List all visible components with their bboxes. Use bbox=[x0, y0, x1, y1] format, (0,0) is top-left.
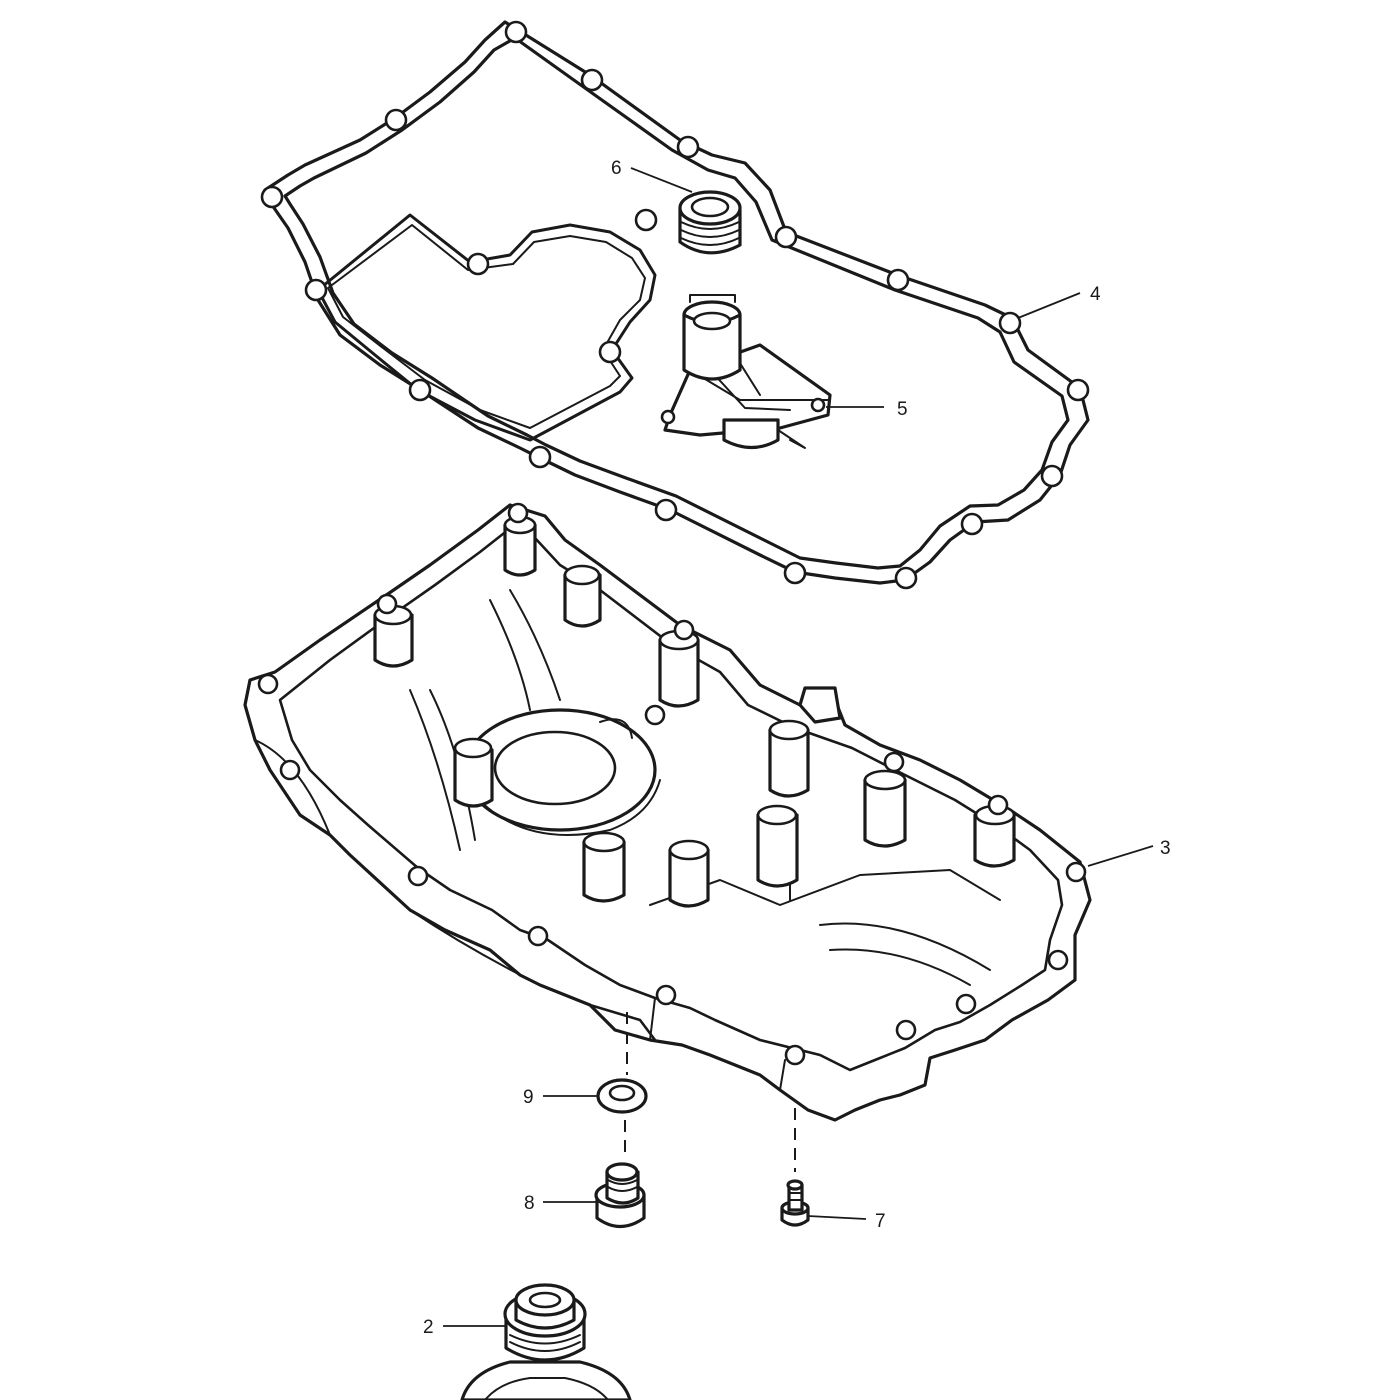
drain-plug-part-8 bbox=[594, 1162, 646, 1229]
oil-pan-bosses bbox=[373, 515, 1016, 908]
callout-5: 5 bbox=[897, 399, 908, 420]
strainer-part-5 bbox=[660, 294, 832, 450]
oil-filter-partial bbox=[460, 1360, 632, 1400]
callout-3: 3 bbox=[1160, 838, 1171, 859]
callout-numbers: 6 4 5 3 9 8 7 2 bbox=[423, 158, 1171, 1338]
callout-6: 6 bbox=[611, 158, 622, 179]
callout-8: 8 bbox=[524, 1193, 535, 1214]
oil-pan-part-3 bbox=[243, 502, 1092, 1122]
callout-2: 2 bbox=[423, 1317, 434, 1338]
assembly-lines bbox=[624, 1012, 796, 1172]
callout-4: 4 bbox=[1090, 284, 1101, 305]
oil-pan-flange-holes bbox=[257, 502, 1087, 1066]
filler-plug-part-2 bbox=[503, 1283, 587, 1362]
bolt-part-7 bbox=[780, 1179, 810, 1227]
callout-9: 9 bbox=[523, 1087, 534, 1108]
gasket-bolt-holes bbox=[260, 20, 1090, 590]
gasket-part-4 bbox=[260, 20, 1090, 590]
fitting-part-6 bbox=[678, 190, 742, 255]
washer-part-9 bbox=[596, 1078, 648, 1114]
callout-7: 7 bbox=[875, 1211, 886, 1232]
leader-lines bbox=[443, 167, 1154, 1327]
